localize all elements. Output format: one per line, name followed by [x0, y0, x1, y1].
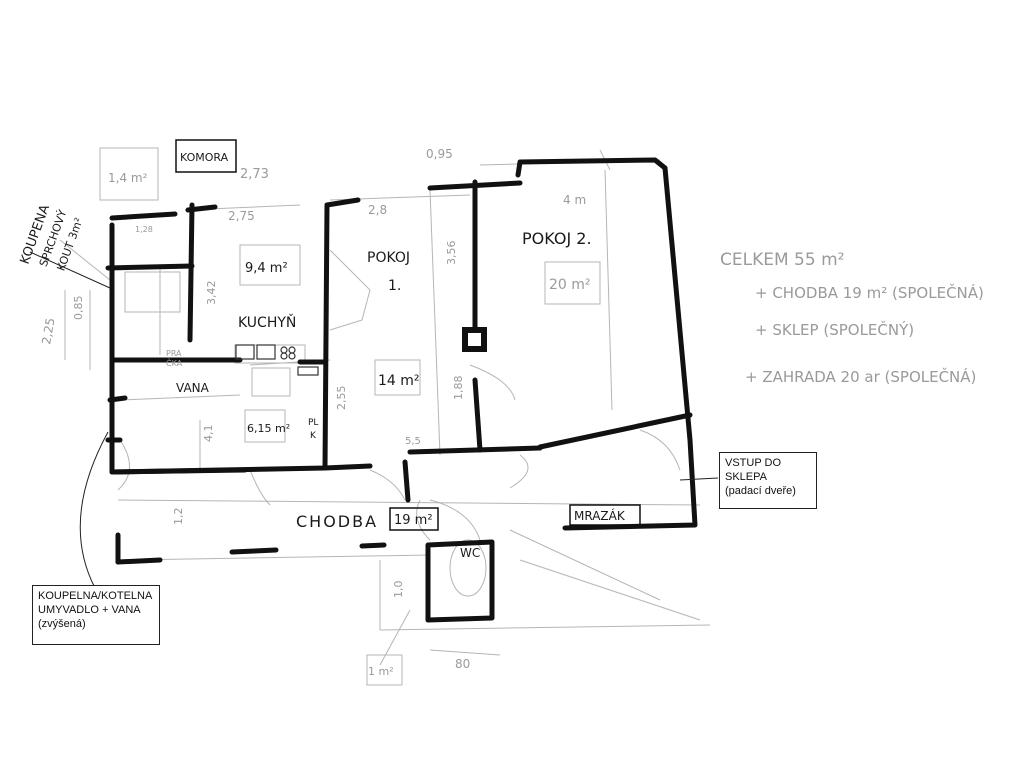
- komora-label: KOMORA: [180, 151, 229, 164]
- room-labels: KOUPENA SPRCHOVÝ KOUT 3m² KOMORA 1,4 m² …: [18, 139, 641, 678]
- dim-80: 80: [455, 657, 470, 671]
- dim-273: 2,73: [240, 167, 269, 182]
- sklep-callout-line2: SKLEPA: [725, 471, 767, 483]
- pokoj1-label: POKOJ: [367, 250, 410, 266]
- pokoj1-area: 14 m²: [378, 373, 420, 389]
- chodba-area: 19 m²: [394, 513, 433, 528]
- dim-41: 4,1: [202, 425, 215, 443]
- area-summary: CELKEM 55 m² + CHODBA 19 m² (SPOLEČNÁ) +…: [720, 250, 984, 386]
- plk-line1: PL: [308, 418, 318, 428]
- dim-095: 0,95: [426, 147, 453, 161]
- koupelna-callout-line3: (zvýšená): [38, 618, 86, 630]
- komora-area: 1,4 m²: [108, 171, 148, 185]
- dim-128: 1,28: [135, 225, 153, 234]
- construction-lines: [59, 147, 711, 686]
- dim-188: 1,88: [452, 376, 465, 401]
- vana-area: 6,15 m²: [247, 422, 290, 435]
- vana-label: VANA: [176, 381, 210, 395]
- koupelna-callout-line1: KOUPELNA/KOTELNA: [38, 590, 153, 602]
- summary-chodba: + CHODBA 19 m² (SPOLEČNÁ): [755, 283, 984, 302]
- dim-12: 1,2: [172, 508, 185, 526]
- summary-total: CELKEM 55 m²: [720, 250, 844, 270]
- pokoj2-label: POKOJ 2.: [522, 229, 592, 248]
- sklep-entry-callout: VSTUP DO SKLEPA (padací dveře): [719, 452, 817, 509]
- dim-275: 2,75: [228, 209, 255, 223]
- kuchyn-area: 9,4 m²: [245, 261, 288, 276]
- mrazak-label: MRAZÁK: [574, 508, 626, 523]
- chimney: [462, 327, 487, 352]
- koupelna-callout-line2: UMYVADLO + VANA: [38, 604, 141, 616]
- pokoj2-area: 20 m²: [549, 277, 591, 293]
- pokoj1-number: 1.: [388, 278, 401, 294]
- callout-leaders: [29, 251, 719, 589]
- dim-342: 3,42: [205, 281, 218, 306]
- dim-255: 2,55: [335, 386, 348, 411]
- dim-225: 2,25: [39, 317, 57, 346]
- wc-label: WC: [460, 546, 480, 560]
- kuchyn-label: KUCHYŇ: [238, 314, 296, 331]
- kitchen-appliances: [235, 344, 319, 376]
- walls: [105, 157, 698, 623]
- dim-085: 0,85: [72, 296, 85, 321]
- pracka-line2: ČKA: [166, 357, 183, 368]
- dimension-labels: 2,73 2,75 2,8 0,95 4 m 1,28 0,85 2,25 3,…: [39, 147, 586, 671]
- chodba-label: CHODBA: [296, 512, 378, 531]
- koupena-label: KOUPENA SPRCHOVÝ KOUT 3m²: [18, 203, 86, 273]
- dim-356: 3,56: [445, 241, 458, 266]
- koupelna-callout: KOUPELNA/KOTELNA UMYVADLO + VANA (zvýšen…: [32, 585, 160, 645]
- sklep-callout-line1: VSTUP DO: [725, 457, 782, 469]
- dim-28: 2,8: [368, 203, 387, 217]
- wc-area: 1 m²: [368, 665, 394, 678]
- sklep-callout-line3: (padací dveře): [725, 485, 796, 497]
- dim-55: 5,5: [405, 436, 421, 447]
- plk-line2: K: [310, 431, 317, 441]
- dim-10: 1,0: [392, 581, 405, 599]
- pracka-line1: PRA: [166, 349, 182, 358]
- summary-sklep: + SKLEP (SPOLEČNÝ): [755, 320, 914, 339]
- dim-4m: 4 m: [563, 193, 586, 207]
- summary-zahrada: + ZAHRADA 20 ar (SPOLEČNÁ): [745, 367, 976, 386]
